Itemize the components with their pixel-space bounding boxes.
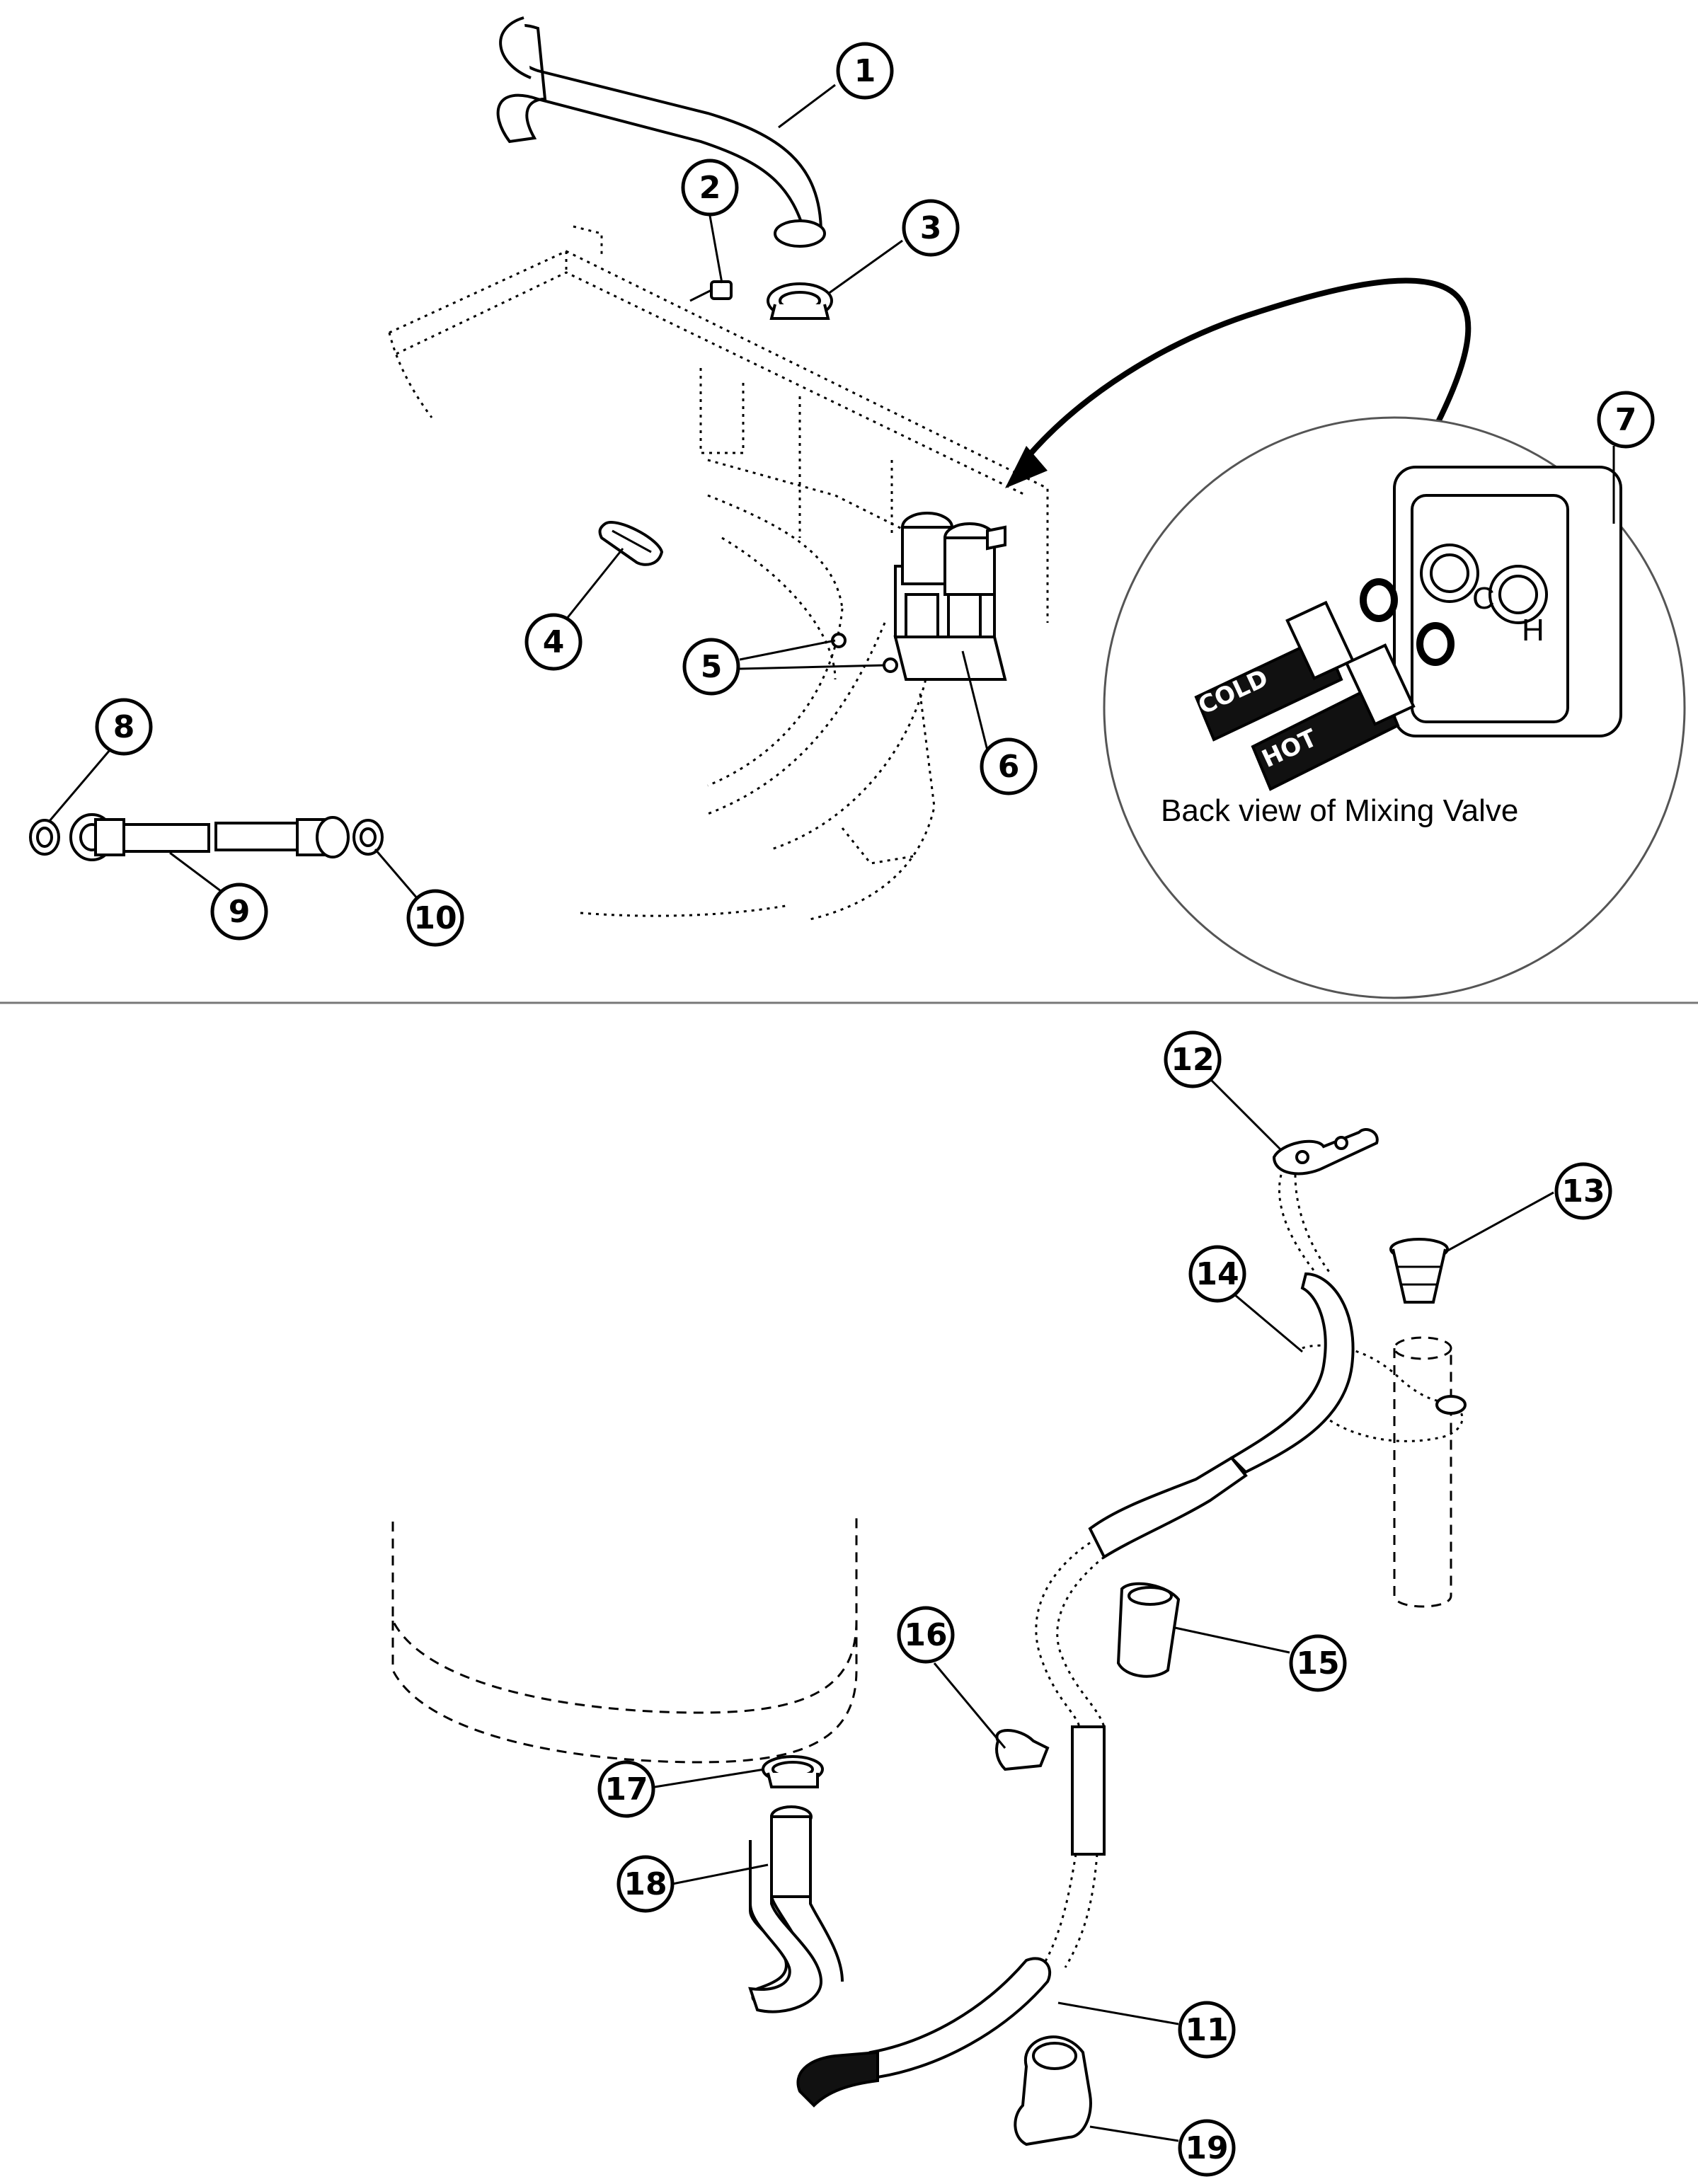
port-c-label: C xyxy=(1472,581,1495,616)
callout-15: 15 xyxy=(1296,1645,1339,1682)
part-2-screw xyxy=(689,280,733,302)
part-4-filter xyxy=(598,521,664,566)
part-11-drain-hose xyxy=(796,1174,1355,2108)
callouts: 1 2 3 4 5 6 7 8 9 10 xyxy=(48,42,1655,2177)
callout-19: 19 xyxy=(1185,2130,1228,2166)
callout-3: 3 xyxy=(920,210,942,246)
part-18-hose xyxy=(748,1805,844,2013)
callout-10: 10 xyxy=(413,900,457,936)
part-12-clip xyxy=(1272,1128,1379,1176)
port-h-label: H xyxy=(1522,613,1544,648)
callout-1: 1 xyxy=(854,53,876,89)
part-15-guide xyxy=(1116,1582,1181,1678)
part-1-hose xyxy=(496,16,826,248)
part-7-o-ring-upper xyxy=(1360,578,1398,622)
inset-arrow xyxy=(1005,277,1472,488)
callout-2: 2 xyxy=(699,170,721,206)
callout-12: 12 xyxy=(1171,1042,1214,1078)
inset-caption: Back view of Mixing Valve xyxy=(1161,793,1518,828)
callout-8: 8 xyxy=(113,709,135,745)
callout-14: 14 xyxy=(1195,1256,1239,1292)
callout-13: 13 xyxy=(1561,1173,1605,1209)
inset-back-view: C H COLD HOT Back view of Mixing Valve xyxy=(1103,416,1686,999)
part-8-washer xyxy=(29,819,60,856)
part-10-washer xyxy=(352,819,384,856)
standpipe xyxy=(1393,1336,1452,1608)
tub-outline xyxy=(391,1515,858,1764)
callout-7: 7 xyxy=(1615,402,1637,438)
hot-hose: HOT xyxy=(1251,643,1416,791)
part-14-chain xyxy=(1302,1344,1467,1442)
part-3-clamp xyxy=(767,282,833,320)
part-7-o-ring-lower xyxy=(1416,622,1455,666)
callout-11: 11 xyxy=(1185,2012,1228,2048)
callout-5: 5 xyxy=(701,649,723,685)
part-13-insert xyxy=(1389,1238,1449,1304)
callout-17: 17 xyxy=(604,1771,648,1807)
part-16-clip xyxy=(995,1729,1050,1771)
part-6-mixing-valve xyxy=(893,512,1007,681)
part-17-clamp xyxy=(762,1755,824,1788)
callout-9: 9 xyxy=(229,894,251,930)
part-19-holder xyxy=(1014,2035,1092,2146)
part-9-inlet-hose xyxy=(69,813,350,861)
callout-6: 6 xyxy=(998,749,1020,785)
callout-16: 16 xyxy=(904,1617,947,1653)
cabinet-frame xyxy=(388,225,1049,921)
cold-hose: COLD xyxy=(1194,600,1355,742)
callout-4: 4 xyxy=(543,624,565,660)
callout-18: 18 xyxy=(624,1866,667,1902)
